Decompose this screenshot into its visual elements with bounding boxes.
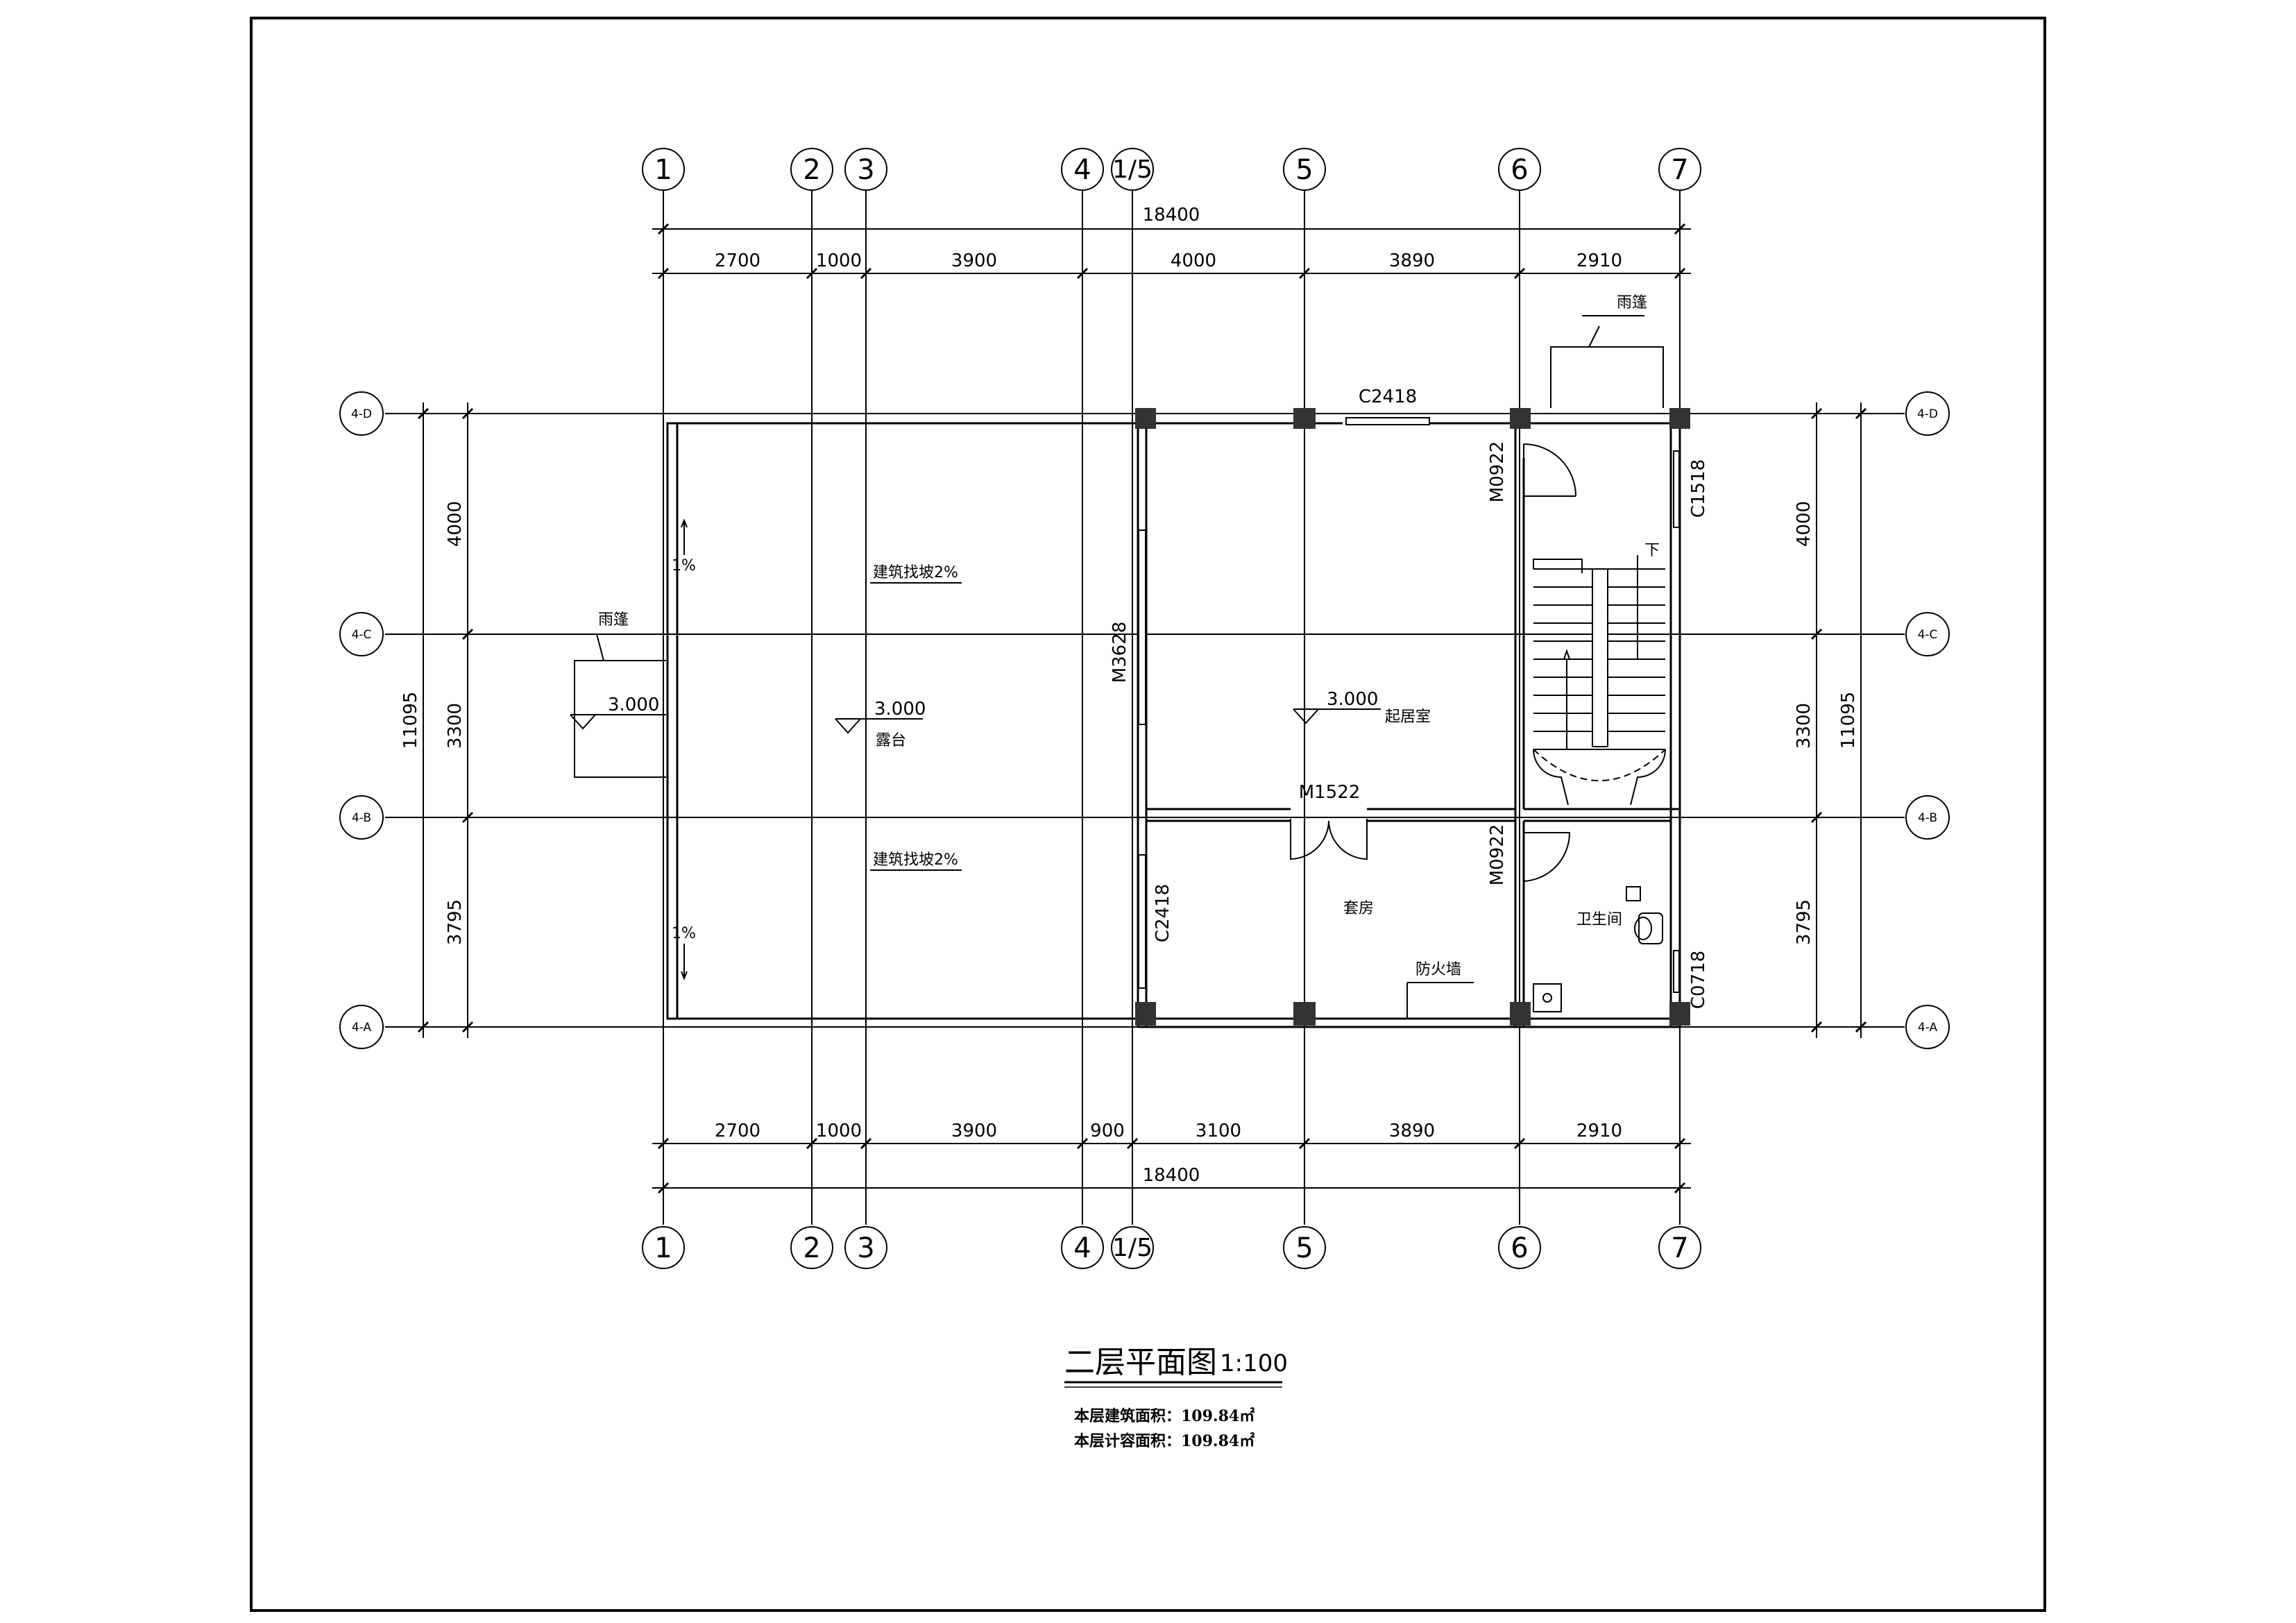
elevation-canopy: 3.000	[608, 695, 659, 715]
structural-columns	[1135, 408, 1690, 1026]
dim-left-total: 11095	[400, 692, 421, 749]
dimension-ticks	[417, 223, 1867, 1194]
room-living: 起居室	[1385, 708, 1431, 726]
stair-down-label: 下	[1644, 542, 1660, 559]
firewall-label: 防火墙	[1415, 961, 1461, 978]
window-code-stair: C1518	[1688, 459, 1709, 518]
axis-label-top: 1	[654, 154, 672, 186]
area-note-counted: 本层计容面积：109.84㎡	[1074, 1432, 1255, 1450]
door-code-living: M3628	[1109, 622, 1130, 683]
dim-left-seg: 3795	[445, 899, 466, 945]
axis-label-top: 4	[1073, 154, 1091, 186]
axis-label-top: 5	[1295, 154, 1313, 186]
axis-label-bottom: 7	[1671, 1232, 1688, 1264]
column-axis-bubbles-top	[642, 148, 1701, 191]
dim-top-seg: 3900	[951, 250, 997, 271]
elevation-living: 3.000	[1327, 689, 1378, 710]
row-axis-label-right: 4-C	[1918, 628, 1938, 642]
dim-top-seg: 1000	[816, 250, 862, 271]
axis-label-bottom: 1/5	[1112, 1234, 1153, 1262]
dim-bottom-seg: 2700	[715, 1121, 760, 1141]
dimension-lines	[423, 228, 1862, 1189]
canopies	[574, 325, 1664, 778]
room-terrace: 露台	[876, 732, 906, 749]
elevation-terrace: 3.000	[874, 699, 926, 720]
canopy-top-label: 雨篷	[1617, 294, 1647, 312]
room-bathroom: 卫生间	[1576, 911, 1622, 928]
drawing-title: 二层平面图	[1064, 1345, 1217, 1380]
slope-arrows	[681, 518, 688, 980]
row-axis-bubbles	[339, 391, 1950, 1049]
dim-bottom-total: 18400	[1143, 1165, 1200, 1186]
row-axis-label-right: 4-A	[1918, 1021, 1938, 1035]
dim-bottom-seg: 2910	[1576, 1121, 1622, 1141]
sheet-border	[250, 17, 2046, 1612]
axis-label-top: 7	[1671, 154, 1688, 186]
elevation-markers	[570, 708, 1381, 734]
row-axis-label-left: 4-A	[352, 1021, 372, 1035]
slope-note: 1%	[672, 925, 696, 942]
axis-label-bottom: 1	[654, 1232, 672, 1264]
window-code-bedroom: C2418	[1153, 884, 1173, 942]
door-code-bath: M0922	[1487, 824, 1508, 886]
axis-label-top: 1/5	[1112, 155, 1153, 184]
axis-label-bottom: 5	[1295, 1232, 1313, 1264]
room-bedroom: 套房	[1343, 900, 1374, 917]
dim-top-seg: 2910	[1576, 250, 1622, 271]
dim-right-total: 11095	[1838, 692, 1859, 749]
slope-note: 1%	[672, 557, 696, 575]
canopy-left-label: 雨篷	[598, 611, 629, 629]
row-axis-label-right: 4-B	[1918, 811, 1937, 825]
stair	[1533, 555, 1666, 806]
dim-right-seg: 3795	[1794, 899, 1814, 945]
row-axis-label-left: 4-D	[351, 407, 372, 421]
slope-note: 建筑找坡2%	[873, 851, 958, 869]
bath-fixtures	[1533, 886, 1663, 1012]
dim-bottom-seg: 3890	[1389, 1121, 1435, 1141]
dim-bottom-seg: 3900	[951, 1121, 997, 1141]
dim-top-seg: 2700	[715, 250, 760, 271]
row-axis-label-right: 4-D	[1917, 407, 1938, 421]
dim-left-seg: 3300	[445, 703, 466, 749]
door-code-stair: M0922	[1487, 441, 1508, 503]
dim-bottom-seg: 1000	[816, 1121, 862, 1141]
window-code-bath: C0718	[1688, 951, 1709, 1009]
dim-bottom-seg: 900	[1090, 1121, 1125, 1141]
window-code-top: C2418	[1359, 386, 1417, 407]
doors	[1290, 443, 1576, 885]
slope-note: 建筑找坡2%	[873, 564, 958, 581]
dim-top-seg: 4000	[1171, 250, 1216, 271]
axis-label-bottom: 2	[803, 1232, 820, 1264]
axis-label-top: 3	[857, 154, 874, 186]
dim-right-seg: 4000	[1794, 501, 1814, 547]
column-axis-bubbles-bottom	[642, 1226, 1701, 1269]
door-code-bedroom: M1522	[1299, 782, 1361, 803]
dim-bottom-seg: 3100	[1196, 1121, 1241, 1141]
dim-right-seg: 3300	[1794, 703, 1814, 749]
dim-top-total: 18400	[1143, 205, 1200, 226]
axis-label-bottom: 4	[1073, 1232, 1091, 1264]
axis-label-top: 2	[803, 154, 820, 186]
row-axis-label-left: 4-B	[352, 811, 371, 825]
axis-label-top: 6	[1511, 154, 1528, 186]
walls	[666, 422, 1681, 1028]
dim-top-seg: 3890	[1389, 250, 1435, 271]
windows	[1138, 417, 1680, 993]
drawing-scale: 1:100	[1220, 1350, 1288, 1377]
dim-left-seg: 4000	[445, 501, 466, 547]
axis-label-bottom: 6	[1511, 1232, 1528, 1264]
area-note-building: 本层建筑面积：109.84㎡	[1074, 1407, 1255, 1425]
axis-label-bottom: 3	[857, 1232, 874, 1264]
row-axis-label-left: 4-C	[352, 628, 372, 642]
